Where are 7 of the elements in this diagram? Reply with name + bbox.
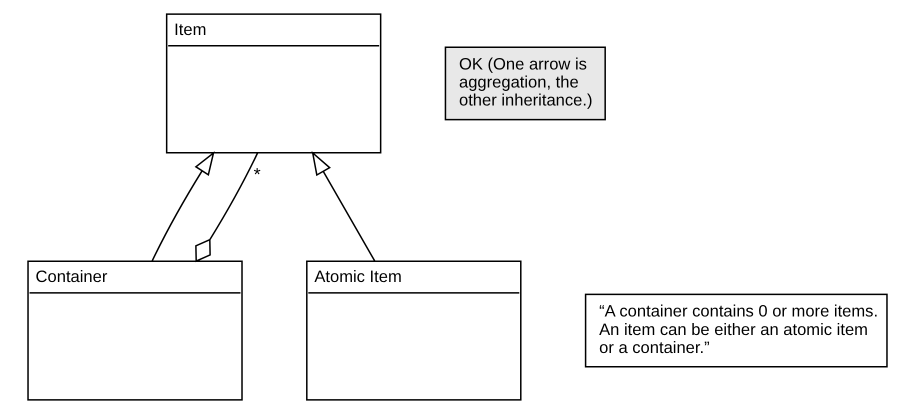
node-box: OK (One arrow is aggregation, the other inheritance.) <box>444 46 606 120</box>
node-box: Container <box>27 260 243 401</box>
node-box: “A container contains 0 or more items. An item can be either an atomic item or a container.” <box>584 294 888 368</box>
arrow <box>151 151 215 262</box>
edge-label: * <box>254 164 261 184</box>
arrow <box>312 151 376 262</box>
connector <box>195 152 258 262</box>
